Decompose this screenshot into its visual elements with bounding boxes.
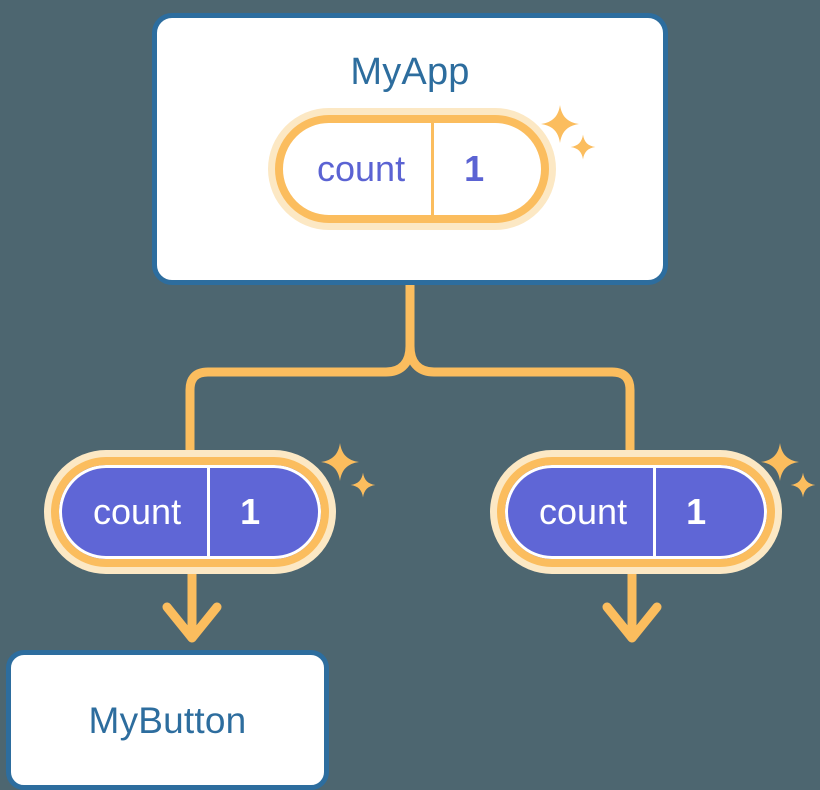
state-badge-inner: count 1 <box>275 115 549 223</box>
state-badge-inner: count 1 <box>51 457 329 567</box>
state-badge-myapp[interactable]: count 1 <box>268 108 556 230</box>
sparkle-icon <box>321 443 359 481</box>
state-key: count <box>93 491 182 532</box>
state-badge-child-left[interactable]: count 1 <box>44 450 336 574</box>
state-badge-child-right[interactable]: count 1 <box>490 450 782 574</box>
sparkle-icon <box>350 472 376 498</box>
diagram-canvas: MyApp count 1 count 1 MyButton <box>6 13 816 790</box>
state-badge-inner: count 1 <box>497 457 775 567</box>
component-label-myapp: MyApp <box>350 51 470 93</box>
sparkle-icon <box>790 472 816 498</box>
state-value: 1 <box>207 465 290 559</box>
arrow-down-icon-right <box>602 574 662 643</box>
state-key: count <box>317 148 406 189</box>
component-label-mybutton: MyButton <box>88 699 247 741</box>
connector-branch-right <box>405 345 635 450</box>
component-card-mybutton-left[interactable]: MyButton <box>6 650 329 790</box>
state-key: count <box>539 491 628 532</box>
state-value: 1 <box>431 123 514 215</box>
connector-branch-left <box>185 345 415 450</box>
state-value: 1 <box>653 465 736 559</box>
arrow-down-icon-left <box>162 574 222 643</box>
